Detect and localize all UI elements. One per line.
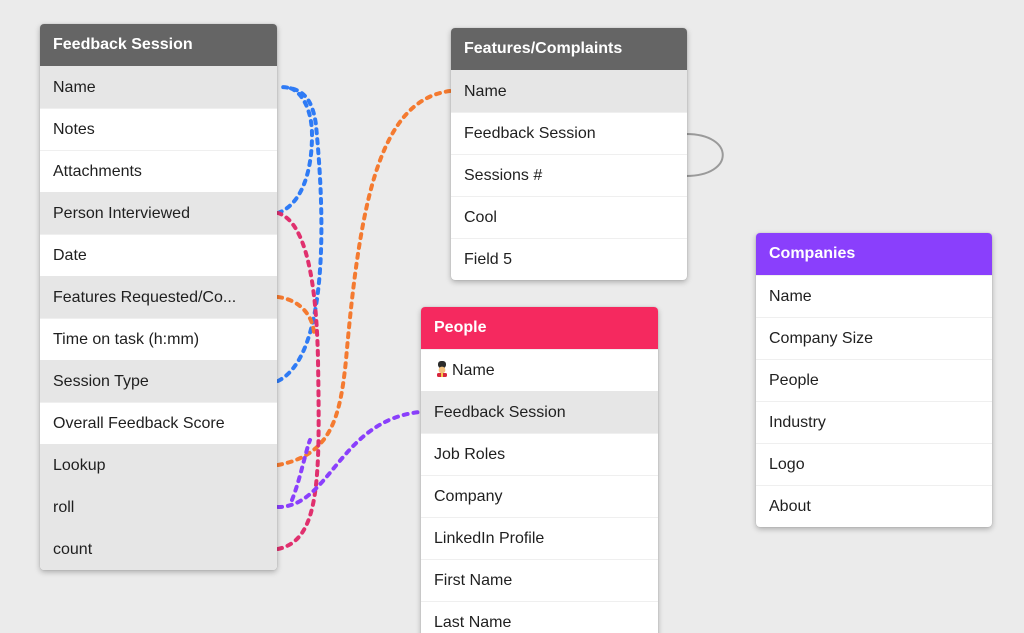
field-people[interactable]: People [756,359,992,401]
table-companies[interactable]: Companies Name Company Size People Indus… [756,233,992,527]
field-attachments[interactable]: Attachments [40,150,277,192]
link-roll-to-feedback-session [290,438,312,502]
field-cool[interactable]: Cool [451,196,687,238]
link-features-self-reference [685,133,724,177]
table-header-feedback-session[interactable]: Feedback Session [40,24,277,66]
field-date[interactable]: Date [40,234,277,276]
field-industry[interactable]: Industry [756,401,992,443]
field-about[interactable]: About [756,485,992,527]
field-roll[interactable]: roll [40,486,277,528]
field-first-name[interactable]: First Name [421,559,658,601]
link-count-to-person-interviewed [276,211,321,551]
field-logo[interactable]: Logo [756,443,992,485]
field-5[interactable]: Field 5 [451,238,687,280]
field-name[interactable]: Name [421,349,658,391]
field-company[interactable]: Company [421,475,658,517]
field-name[interactable]: Name [451,70,687,112]
field-features-requested[interactable]: Features Requested/Co... [40,276,277,318]
table-header-companies[interactable]: Companies [756,233,992,275]
table-features-complaints[interactable]: Features/Complaints Name Feedback Sessio… [451,28,687,280]
field-feedback-session[interactable]: Feedback Session [421,391,658,433]
field-sessions-number[interactable]: Sessions # [451,154,687,196]
link-features-requested-to-features-name [276,295,316,334]
field-name[interactable]: Name [756,275,992,317]
field-last-name[interactable]: Last Name [421,601,658,633]
field-company-size[interactable]: Company Size [756,317,992,359]
field-name[interactable]: Name [40,66,277,108]
field-person-interviewed[interactable]: Person Interviewed [40,192,277,234]
link-session-type-to-name [276,85,324,383]
field-lookup[interactable]: Lookup [40,444,277,486]
field-name-label: Name [452,362,495,379]
link-person-interviewed-to-name [276,86,315,215]
field-linkedin-profile[interactable]: LinkedIn Profile [421,517,658,559]
table-header-people[interactable]: People [421,307,658,349]
field-notes[interactable]: Notes [40,108,277,150]
field-session-type[interactable]: Session Type [40,360,277,402]
table-header-features-complaints[interactable]: Features/Complaints [451,28,687,70]
field-time-on-task[interactable]: Time on task (h:mm) [40,318,277,360]
field-overall-feedback-score[interactable]: Overall Feedback Score [40,402,277,444]
guard-emoji-icon [437,361,447,377]
link-roll-to-people-feedback-session [276,410,422,509]
field-job-roles[interactable]: Job Roles [421,433,658,475]
field-count[interactable]: count [40,528,277,570]
table-feedback-session[interactable]: Feedback Session Name Notes Attachments … [40,24,277,570]
table-people[interactable]: People Name Feedback Session Job Roles C… [421,307,658,633]
field-feedback-session[interactable]: Feedback Session [451,112,687,154]
